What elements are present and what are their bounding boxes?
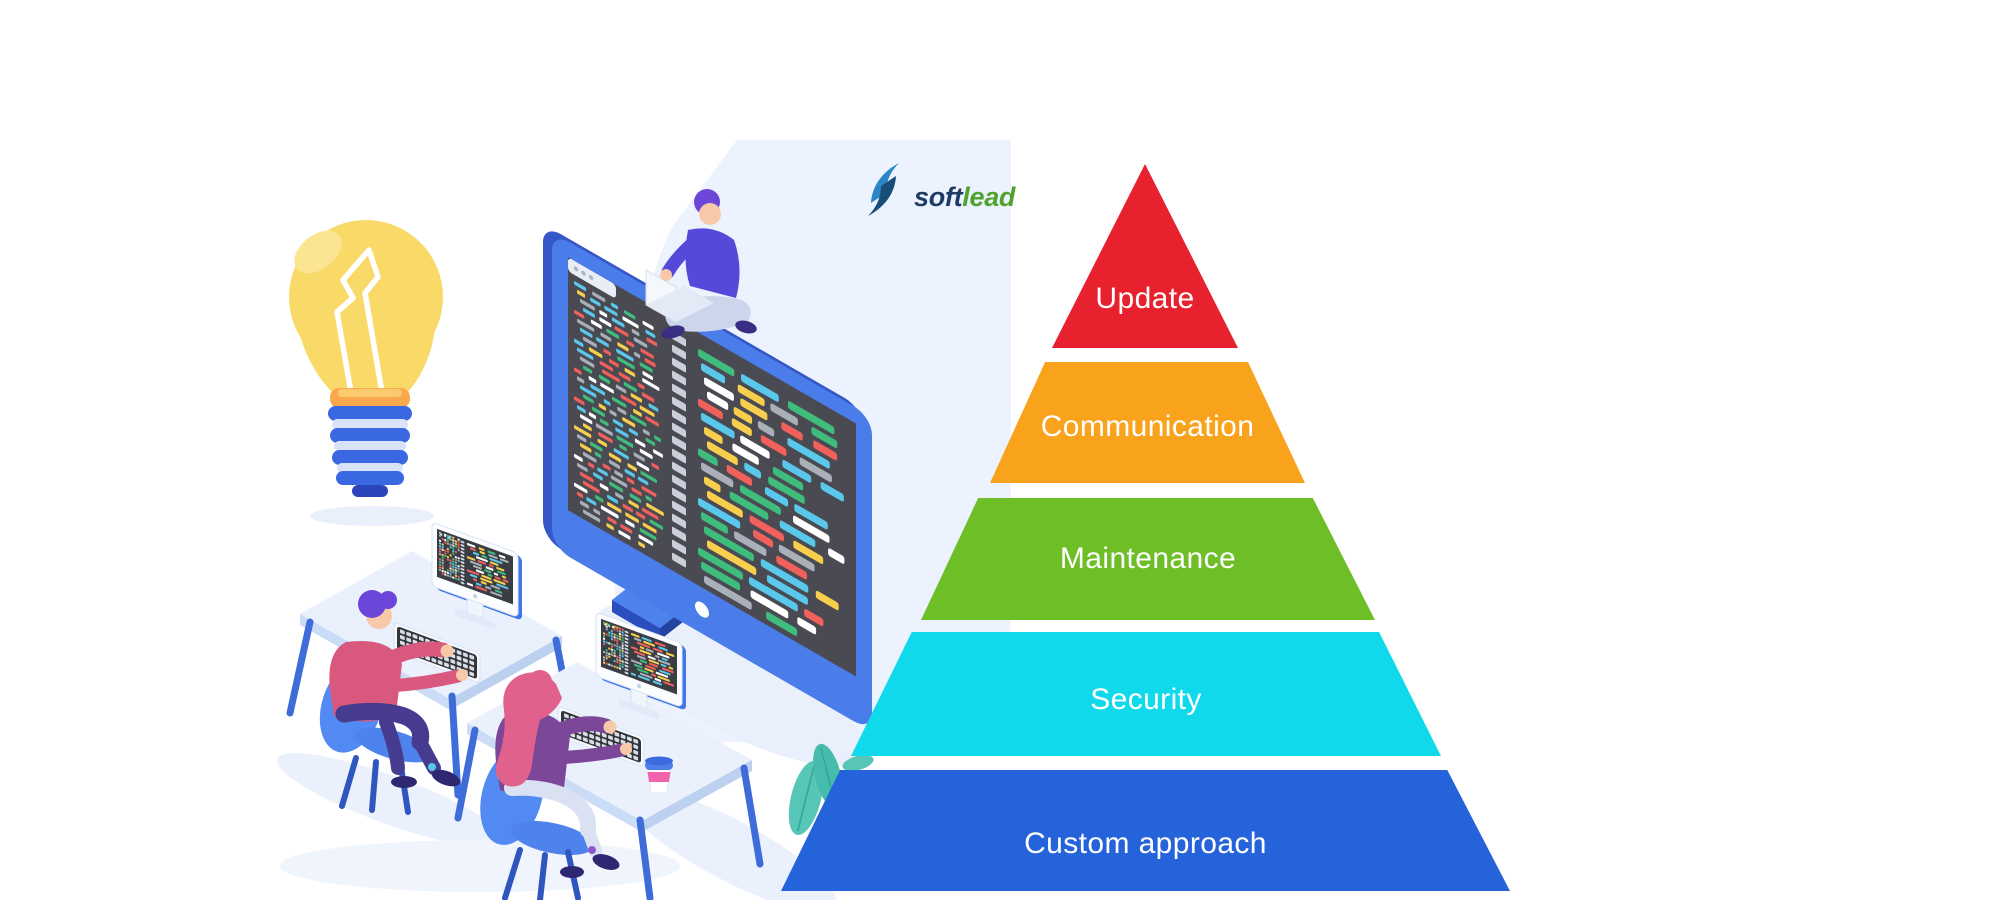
developer-left	[329, 590, 468, 788]
softlead-bolt-icon	[868, 176, 896, 216]
pyramid-level-label: Maintenance	[1059, 542, 1237, 575]
monitor-chin-dot	[695, 601, 709, 618]
pyramid-level-label: Security	[1090, 683, 1202, 716]
pyramid-level-maintenance: Maintenance	[921, 498, 1375, 620]
office-illustration: softlead	[276, 140, 1016, 900]
pyramid-level-label: Communication	[1040, 409, 1255, 443]
code-panel-left	[574, 281, 664, 549]
softlead-logo: softlead	[868, 163, 1016, 216]
monitor-right	[595, 612, 686, 720]
monitor-left	[431, 522, 522, 630]
pyramid-level-update: Update	[1052, 164, 1238, 348]
brand-text: softlead	[914, 182, 1016, 212]
pyramid-level-security: Security	[851, 632, 1441, 756]
idea-lightbulb-icon	[289, 220, 443, 497]
pyramid-level-communication: Communication	[990, 362, 1305, 483]
pyramid-level-custom-approach: Custom approach	[781, 770, 1510, 891]
code-gutter	[672, 331, 686, 568]
developer-on-monitor	[645, 189, 757, 339]
coffee-cup-icon	[645, 756, 673, 794]
softlead-bolt-icon	[871, 163, 899, 203]
main-monitor-illustration	[543, 231, 872, 725]
developer-right	[495, 670, 632, 878]
pyramid-level-label: Custom approach	[1024, 826, 1267, 860]
code-panel-right	[698, 349, 845, 636]
pyramid-level-label: Update	[1095, 282, 1195, 315]
